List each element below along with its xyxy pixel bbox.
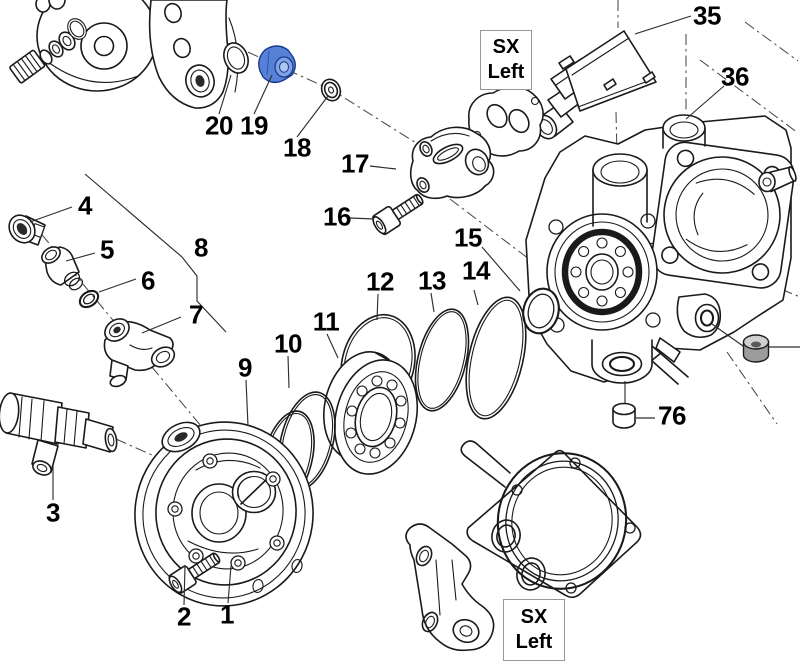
- part-11-bearing: [323, 351, 419, 475]
- part-15-seal: [522, 287, 560, 335]
- sx-label-line1: SX: [492, 36, 520, 58]
- part-14-ring: [465, 296, 527, 420]
- pump-body: [525, 114, 797, 385]
- part-13-ring: [414, 308, 470, 412]
- part-19-nut-highlighted: [258, 45, 296, 84]
- part-label-4: 4: [78, 190, 92, 221]
- part-label-13: 13: [418, 265, 446, 296]
- part-label-36: 36: [721, 61, 749, 92]
- body-bottom-port: [591, 339, 653, 384]
- part-label-14: 14: [462, 255, 490, 286]
- part-label-2: 2: [177, 601, 191, 632]
- leader-lines: [29, 15, 800, 606]
- part-5-plug: [41, 246, 84, 291]
- part-label-11: 11: [312, 306, 340, 337]
- sx-left-box-2: SX Left: [503, 599, 565, 661]
- part-1-crankcase-cover: [134, 421, 314, 607]
- body-right-flange: [651, 141, 795, 289]
- part-label-76: 76: [658, 400, 686, 431]
- bottom-bracket: [405, 523, 495, 652]
- part-label-8: 8: [194, 232, 208, 263]
- part-label-17: 17: [341, 148, 369, 179]
- part-label-12: 12: [366, 266, 394, 297]
- part-35-cover: [534, 30, 657, 140]
- part-4-cap-nut: [8, 214, 46, 246]
- part-76-plug: [612, 402, 636, 429]
- part-label-3: 3: [46, 497, 60, 528]
- part-7-elbow-valve: [103, 318, 176, 388]
- part-2-screw: [168, 552, 221, 594]
- part-label-18: 18: [283, 132, 311, 163]
- part-label-1: 1: [220, 599, 234, 630]
- part-20-seal-ring: [223, 42, 249, 74]
- part-label-10: 10: [274, 328, 302, 359]
- plug-cylinder-gray: [742, 334, 770, 363]
- top-left-fitting-stack: [9, 0, 87, 84]
- part-label-35: 35: [693, 0, 721, 31]
- part-18-washer: [320, 78, 342, 102]
- sight-glass: [231, 470, 277, 514]
- part-label-9: 9: [238, 352, 252, 383]
- part-label-20: 20: [205, 110, 233, 141]
- part-label-7: 7: [189, 299, 203, 330]
- part-6-oring: [78, 289, 100, 309]
- bottom-cover-plate: [460, 440, 642, 599]
- sx-label-line2: Left: [487, 61, 525, 83]
- sx-label-line2: Left: [515, 631, 553, 653]
- part-label-15: 15: [454, 222, 482, 253]
- part-17-bracket: [409, 126, 495, 200]
- sx-label-line1: SX: [520, 606, 548, 628]
- body-left-port: [592, 153, 648, 227]
- part-16-screw: [372, 193, 424, 236]
- part-label-16: 16: [323, 201, 351, 232]
- right-edge-bolt: [758, 166, 797, 193]
- sx-left-box-1: SX Left: [480, 30, 532, 90]
- part-label-19: 19: [240, 110, 268, 141]
- part-label-5: 5: [100, 234, 114, 265]
- part-label-6: 6: [141, 265, 155, 296]
- cover-bosses: [167, 453, 285, 571]
- part-3-valve-fitting: [0, 392, 118, 476]
- body-right-port-36: [662, 114, 706, 149]
- top-left-pump-head: [36, 0, 239, 109]
- body-bearing-seat: [546, 213, 661, 333]
